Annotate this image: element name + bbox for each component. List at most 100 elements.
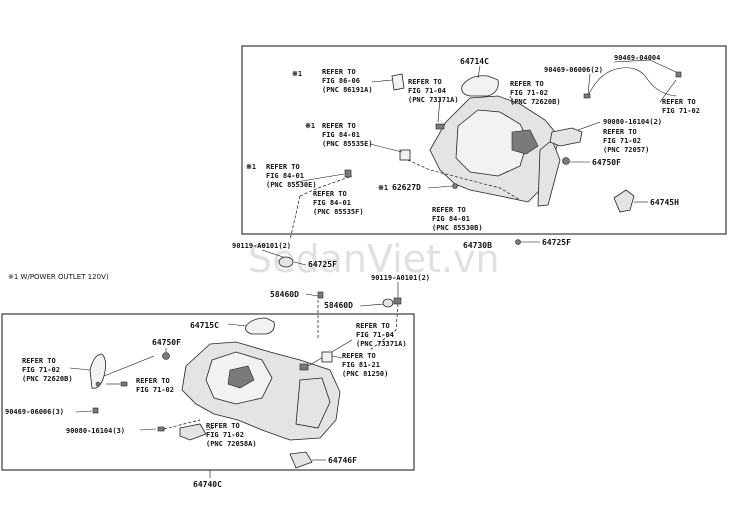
upper-quarter-trim-panel — [429, 95, 561, 207]
ref-fig-71-04-top: REFER TO FIG 71-04 (PNC 73371A) — [408, 78, 459, 104]
ref-fig-84-01-85530e: REFER TO FIG 84-01 (PNC 85530E) — [266, 163, 317, 189]
clip-85530b-shape — [452, 183, 458, 189]
dashed-link — [369, 303, 399, 351]
svg-text:REFER TO: REFER TO — [266, 163, 300, 171]
clip-90469-06006-bottom — [92, 407, 99, 414]
footnote-mark: ※1 — [378, 184, 388, 192]
upper-assembly-box — [241, 45, 727, 235]
svg-text:FIG 84-01: FIG 84-01 — [266, 172, 304, 180]
ref-fig-86-06: REFER TO FIG 86-06 (PNC 86191A) — [322, 68, 373, 94]
leader — [587, 73, 591, 95]
svg-text:FIG 81-21: FIG 81-21 — [342, 361, 380, 369]
dashed-leader — [299, 175, 353, 197]
footnote-mark: ※1 — [292, 70, 302, 78]
clip-90119-right — [393, 297, 402, 305]
leader — [139, 428, 157, 431]
dashed-leader — [407, 159, 521, 201]
clip-85530e-shape — [344, 169, 352, 178]
svg-text:REFER TO: REFER TO — [432, 206, 466, 214]
fastener-64750f-bottom — [162, 352, 170, 360]
svg-text:FIG 71-02: FIG 71-02 — [603, 137, 641, 145]
leader — [75, 410, 93, 413]
outlet-72057-shape — [549, 127, 583, 147]
leader — [295, 173, 345, 183]
svg-text:REFER TO: REFER TO — [603, 128, 637, 136]
svg-text:FIG 71-02: FIG 71-02 — [136, 386, 174, 394]
cover-64714c-shape — [461, 75, 499, 97]
part-58460d-left: 58460D — [270, 290, 299, 299]
svg-text:FIG 86-06: FIG 86-06 — [322, 77, 360, 85]
svg-text:FIG 71-02: FIG 71-02 — [22, 366, 60, 374]
leader — [427, 185, 453, 189]
svg-text:REFER TO: REFER TO — [322, 122, 356, 130]
ref-fig-84-01-85530b: REFER TO FIG 84-01 (PNC 85530B) — [432, 206, 483, 232]
grommet-58460d-right — [382, 298, 394, 308]
leader — [659, 79, 677, 103]
clip-71-02-bottom — [120, 381, 128, 387]
ref-fig-71-02-72620b-top: REFER TO FIG 71-02 (PNC 72620B) — [510, 80, 561, 106]
ref-fig-71-04-bottom: REFER TO FIG 71-04 (PNC 73371A) — [356, 322, 407, 348]
clip-85535e-shape — [399, 149, 411, 161]
leader — [69, 367, 91, 371]
svg-text:(PNC 73371A): (PNC 73371A) — [408, 96, 459, 104]
svg-text:(PNC 85530E): (PNC 85530E) — [266, 181, 317, 189]
svg-text:FIG 71-02: FIG 71-02 — [510, 89, 548, 97]
svg-text:(PNC 85535E): (PNC 85535E) — [322, 140, 373, 148]
leader — [477, 65, 481, 79]
svg-text:(PNC 72057): (PNC 72057) — [603, 146, 649, 154]
svg-text:FIG 84-01: FIG 84-01 — [313, 199, 351, 207]
assembly-64730b: 64730B — [463, 241, 492, 250]
clip-64745h-shape — [613, 189, 635, 213]
leader — [577, 121, 601, 131]
clip-86191a-shape — [391, 73, 405, 91]
svg-text:FIG 84-01: FIG 84-01 — [432, 215, 470, 223]
svg-text:REFER TO: REFER TO — [356, 322, 390, 330]
svg-text:(PNC 73371A): (PNC 73371A) — [356, 340, 407, 348]
leader — [205, 427, 215, 431]
lower-assembly-box — [1, 313, 415, 471]
leader — [331, 355, 343, 359]
part-64714c: 64714C — [460, 57, 489, 66]
clip-90469-04004 — [675, 71, 682, 78]
footnote-mark: ※1 — [246, 163, 256, 171]
dashed-link — [289, 195, 301, 241]
svg-text:REFER TO: REFER TO — [22, 357, 56, 365]
svg-text:REFER TO: REFER TO — [510, 80, 544, 88]
ref-fig-84-01-85535e: REFER TO FIG 84-01 (PNC 85535E) — [322, 122, 373, 148]
power-outlet-note: ※1 W/POWER OUTLET 120V) — [8, 273, 109, 281]
ref-fig-71-02-72620b-bottom: REFER TO FIG 71-02 (PNC 72620B) — [22, 357, 73, 383]
part-64746f: 64746F — [328, 456, 357, 465]
svg-text:(PNC 85535F): (PNC 85535F) — [313, 208, 364, 216]
power-cable — [587, 67, 677, 97]
leader — [369, 143, 403, 153]
svg-text:REFER TO: REFER TO — [136, 377, 170, 385]
ref-fig-71-02-top-right: REFER TO FIG 71-02 — [662, 98, 700, 115]
part-90119-a0101-left: 90119-A0101(2) — [232, 242, 291, 250]
ref-fig-71-02-bottom: REFER TO FIG 71-02 — [136, 377, 174, 394]
part-64750f-bottom: 64750F — [152, 338, 181, 347]
clip-64725f-top-shape — [515, 239, 521, 245]
clip-73371a-top — [435, 123, 445, 130]
part-58460d-right: 58460D — [324, 301, 353, 310]
part-90080-16104-bottom: 90080-16104(3) — [66, 427, 125, 435]
svg-text:(PNC 81250): (PNC 81250) — [342, 370, 388, 378]
clip-90080-16104-bottom — [157, 426, 165, 432]
clip-64746f-shape — [289, 451, 313, 469]
svg-text:REFER TO: REFER TO — [313, 190, 347, 198]
svg-text:REFER TO: REFER TO — [342, 352, 376, 360]
svg-text:FIG 71-02: FIG 71-02 — [662, 107, 700, 115]
svg-text:(PNC 86191A): (PNC 86191A) — [322, 86, 373, 94]
svg-text:(PNC 72620B): (PNC 72620B) — [22, 375, 73, 383]
ref-fig-81-21: REFER TO FIG 81-21 (PNC 81250) — [342, 352, 388, 378]
svg-text:(PNC 85530B): (PNC 85530B) — [432, 224, 483, 232]
cover-64715c-shape — [245, 317, 275, 335]
part-90469-06006-top: 90469-06006(2) — [544, 66, 603, 74]
leader — [261, 249, 287, 259]
svg-text:FIG 84-01: FIG 84-01 — [322, 131, 360, 139]
clip-small — [95, 381, 101, 387]
svg-text:FIG 71-02: FIG 71-02 — [206, 431, 244, 439]
ref-fig-71-02-72058a: REFER TO FIG 71-02 (PNC 72058A) — [206, 422, 257, 448]
clip-73371a-bottom — [299, 363, 309, 371]
leader — [293, 261, 307, 266]
